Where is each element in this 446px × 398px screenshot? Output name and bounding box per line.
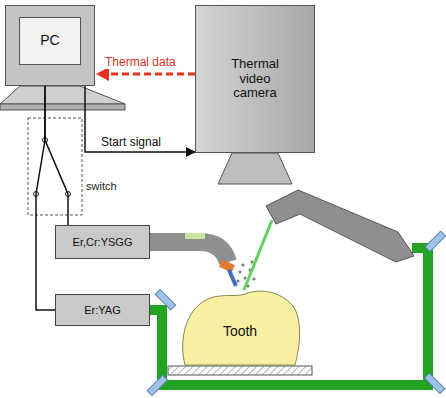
device-box: Er,Cr:YSGG [55, 225, 150, 259]
mirror [425, 231, 446, 252]
mirror [155, 289, 176, 310]
part-label: switch [86, 180, 117, 192]
pc-monitor: PC [5, 5, 95, 86]
pc-base-front [0, 104, 125, 110]
edge-label: Thermal data [104, 56, 177, 69]
handpiece [150, 242, 228, 262]
handpiece-tip [219, 259, 235, 272]
fiber-tip [229, 270, 236, 286]
signal-wire [36, 86, 55, 310]
pc-base [0, 86, 125, 104]
laser-beam [150, 248, 428, 385]
edge-label: Start signal [100, 136, 162, 149]
node-label: Er:YAG [80, 301, 124, 320]
pc-screen: PC [19, 17, 81, 65]
node-label: Tooth [219, 320, 261, 342]
signal-wire [45, 86, 68, 225]
signal-wire [85, 86, 195, 152]
mirror [147, 375, 168, 396]
mirror [424, 373, 445, 394]
data-arrow [97, 73, 195, 76]
handpiece [266, 190, 414, 262]
handpiece-glow [185, 233, 205, 239]
device-box: Thermal video camera [195, 5, 315, 153]
node-label: Thermal video camera [214, 54, 296, 105]
camera-stand [218, 153, 292, 184]
node-label: Er,Cr:YSGG [69, 233, 137, 252]
tooth-shape: Tooth [175, 286, 305, 366]
tooth-holder [168, 366, 312, 375]
laser-beam-thin [244, 220, 272, 290]
device-box: Er:YAG [55, 294, 150, 326]
node-label: PC [36, 29, 63, 51]
